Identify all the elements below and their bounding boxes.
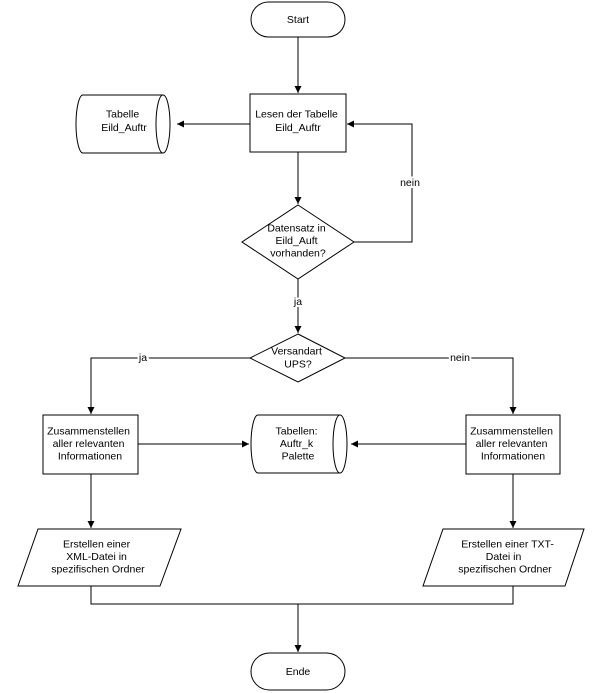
node-decision-ups-text: Versandart UPS? <box>271 346 325 371</box>
node-decision-record-line-3: vorhanden? <box>270 248 326 260</box>
edge-txt-to-merge <box>298 586 514 605</box>
node-assemble-left-line-1: Zusammenstellen <box>47 425 130 437</box>
node-start-label: Start <box>287 14 309 26</box>
node-txt-file: Erstellen einer TXT- Datei in spezifisch… <box>422 528 585 587</box>
node-tables-center: Tabellen: Auftr_k Palette <box>250 414 348 474</box>
node-read-table: Lesen der Tabelle Eild_Auftr <box>249 93 347 153</box>
node-read-table-line-1: Lesen der Tabelle <box>255 109 338 121</box>
node-decision-ups-line-2: UPS? <box>284 358 312 370</box>
node-tables-center-text: Tabellen: Auftr_k Palette <box>276 425 321 462</box>
node-decision-ups-line-1: Versandart <box>271 346 322 358</box>
node-end-label: Ende <box>286 666 311 678</box>
edge-ups-to-left <box>87 357 250 414</box>
node-assemble-right: Zusammenstellen aller relevanten Informa… <box>465 414 561 475</box>
node-read-table-line-2: Eild_Auftr <box>275 122 321 134</box>
node-decision-record-line-1: Datensatz in <box>267 222 326 234</box>
edge-label-nein-right: nein <box>450 352 470 364</box>
node-txt-file-line-3: spezifischen Ordner <box>458 564 552 576</box>
node-assemble-right-line-2: aller relevanten <box>476 438 548 450</box>
node-assemble-right-line-1: Zusammenstellen <box>470 425 553 437</box>
node-decision-record-text: Datensatz in Eild_Auft vorhanden? <box>267 222 328 259</box>
node-table-eild-line-1: Tabelle <box>106 109 139 121</box>
node-txt-file-line-1: Erstellen einer TXT- <box>461 538 554 550</box>
node-table-eild: Tabelle Eild_Auftr <box>75 94 171 154</box>
node-table-eild-line-2: Eild_Auftr <box>101 122 147 134</box>
node-xml-file-line-1: Erstellen einer <box>63 538 131 550</box>
node-assemble-right-text: Zusammenstellen aller relevanten Informa… <box>470 425 556 462</box>
edge-label-ja-left: ja <box>138 352 147 364</box>
edge-labels: nein ja ja nein <box>136 175 472 366</box>
node-assemble-right-line-3: Informationen <box>481 451 545 463</box>
node-tables-center-line-3: Palette <box>282 451 315 463</box>
node-assemble-left: Zusammenstellen aller relevanten Informa… <box>42 414 139 475</box>
edge-xml-to-merge <box>90 586 298 605</box>
node-decision-ups: Versandart UPS? <box>248 333 347 383</box>
node-tables-center-line-2: Auftr_k <box>280 438 314 450</box>
node-assemble-left-line-2: aller relevanten <box>53 438 125 450</box>
node-decision-record-line-2: Eild_Auft <box>276 235 318 247</box>
node-end: Ende <box>250 652 346 691</box>
edge-label-ja-down: ja <box>293 296 302 308</box>
node-txt-file-text: Erstellen einer TXT- Datei in spezifisch… <box>458 538 556 575</box>
node-xml-file-text: Erstellen einer XML-Datei in spezifische… <box>51 538 145 575</box>
edges <box>87 37 517 652</box>
node-xml-file-line-3: spezifischen Ordner <box>51 564 145 576</box>
node-decision-record: Datensatz in Eild_Auft vorhanden? <box>241 204 355 280</box>
node-start: Start <box>250 1 346 38</box>
node-assemble-left-line-3: Informationen <box>58 451 122 463</box>
edge-label-nein-loop: nein <box>400 177 420 189</box>
edge-ups-to-right <box>345 357 517 414</box>
node-read-table-text: Lesen der Tabelle Eild_Auftr <box>255 109 341 134</box>
edge-loop-nein <box>347 120 413 243</box>
node-xml-file-line-2: XML-Datei in <box>66 551 127 563</box>
node-table-eild-text: Tabelle Eild_Auftr <box>101 109 147 134</box>
node-tables-center-line-1: Tabellen: <box>276 425 318 437</box>
node-assemble-left-text: Zusammenstellen aller relevanten Informa… <box>47 425 133 462</box>
node-xml-file: Erstellen einer XML-Datei in spezifische… <box>17 528 182 587</box>
node-txt-file-line-2: Datei in <box>486 551 522 563</box>
